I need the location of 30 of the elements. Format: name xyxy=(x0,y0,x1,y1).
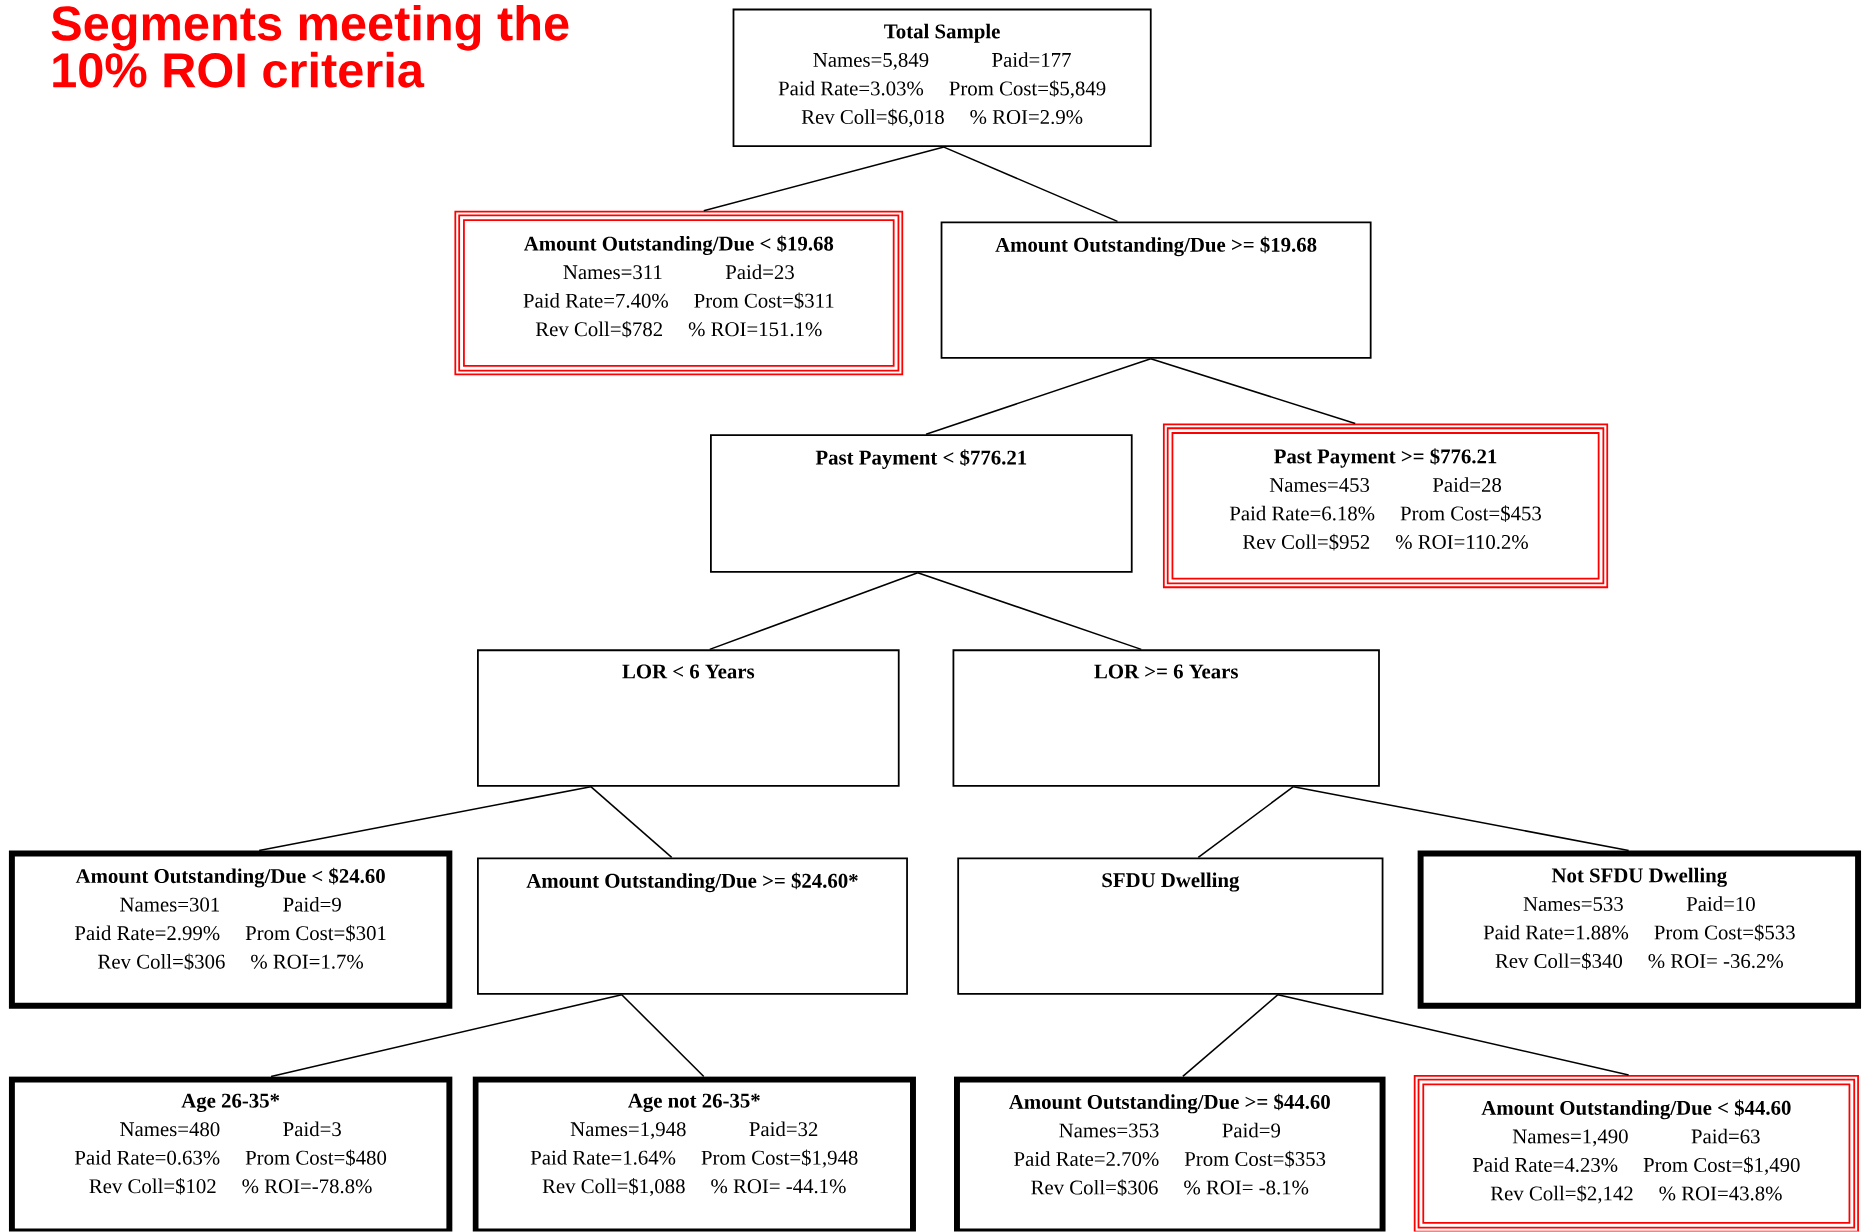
connector-line xyxy=(620,994,705,1078)
segment-box: Amount Outstanding/Due >= $44.60 Names=353 Paid=9 Paid Rate=2.70% Prom Cost=$353 Rev Coll=$306 % ROI= -8.1% xyxy=(954,1076,1386,1232)
split-box: Past Payment < $776.21 xyxy=(710,434,1133,573)
split-box: Total Sample Names=5,849 Paid=177 Paid Rate=3.03% Prom Cost=$5,849 Rev Coll=$6,018 % ROI=2.9% xyxy=(732,8,1152,148)
connector-line xyxy=(916,572,1142,651)
split-box: LOR >= 6 Years xyxy=(952,649,1380,787)
split-box: Amount Outstanding/Due >= $19.68 xyxy=(940,221,1372,359)
split-box: LOR < 6 Years xyxy=(477,649,900,787)
connector-line xyxy=(1292,786,1630,852)
segment-box: Age 26-35* Names=480 Paid=3 Paid Rate=0.63% Prom Cost=$480 Rev Coll=$102 % ROI=-78.8% xyxy=(8,1076,453,1232)
connector-line xyxy=(270,994,623,1078)
title: Segments meeting the 10% ROI criteria xyxy=(51,5,569,88)
connector-line xyxy=(1149,358,1356,425)
segment-box: Amount Outstanding/Due < $19.68 Names=311 Paid=23 Paid Rate=7.40% Prom Cost=$311 Rev Coll=$782 % ROI=151.1% xyxy=(454,210,904,376)
connector-line xyxy=(258,786,592,852)
split-box: Amount Outstanding/Due >= $24.60* xyxy=(477,857,908,995)
connector-line xyxy=(1182,994,1279,1078)
segment-box: Past Payment >= $776.21 Names=453 Paid=28 Paid Rate=6.18% Prom Cost=$453 Rev Coll=$952 % ROI=110.2% xyxy=(1162,423,1609,589)
connector-line xyxy=(925,358,1152,436)
connector-line xyxy=(1197,786,1295,859)
connector-line xyxy=(1277,994,1630,1076)
segment-box: Amount Outstanding/Due < $44.60 Names=1,490 Paid=63 Paid Rate=4.23% Prom Cost=$1,490 Rev Coll=$2,142 % ROI=43.8% xyxy=(1413,1075,1859,1232)
segment-box: Not SFDU Dwelling Names=533 Paid=10 Paid Rate=1.88% Prom Cost=$533 Rev Coll=$340 % ROI= -36.2% xyxy=(1417,850,1862,1009)
connector-line xyxy=(708,572,919,651)
segment-box: Amount Outstanding/Due < $24.60 Names=301 Paid=9 Paid Rate=2.99% Prom Cost=$301 Rev Coll=$306 % ROI=1.7% xyxy=(8,850,453,1009)
connector-line xyxy=(590,786,673,859)
split-box: SFDU Dwelling xyxy=(957,857,1384,995)
connector-line xyxy=(943,146,1119,223)
segment-box: Age not 26-35* Names=1,948 Paid=32 Paid Rate=1.64% Prom Cost=$1,948 Rev Coll=$1,088 % ROI= -44.1% xyxy=(472,1076,916,1232)
connector-line xyxy=(703,146,945,212)
